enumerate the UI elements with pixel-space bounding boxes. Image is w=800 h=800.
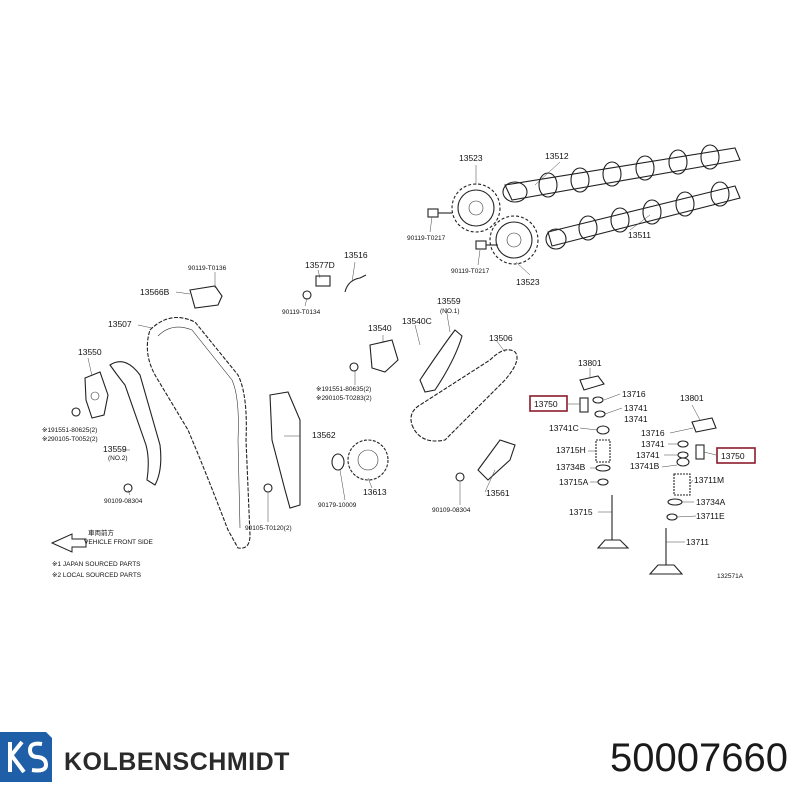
label-13715h: 13715H (556, 445, 586, 455)
label-13741c: 13741C (549, 423, 579, 433)
label-90119-t0136: 90119-T0136 (188, 265, 227, 272)
part-13577d-13516 (315, 274, 367, 293)
label-13801-right: 13801 (680, 393, 704, 403)
label-13512: 13512 (545, 151, 569, 161)
label-13716-right: 13716 (641, 428, 665, 438)
highlight-13750-left (529, 395, 568, 412)
camshaft-exhaust (502, 144, 741, 203)
kolbenschmidt-logo (0, 726, 52, 788)
timing-chain-13507 (146, 316, 251, 549)
diagram-ref-code: 132571A (717, 573, 744, 580)
label-13561: 13561 (486, 488, 510, 498)
bracket-13566b (189, 285, 223, 309)
brand-name: KOLBENSCHMIDT (64, 748, 290, 776)
bolt-90119-t0217-upper (427, 208, 452, 218)
label-13715: 13715 (569, 507, 593, 517)
label-13540c: 13540C (402, 316, 432, 326)
highlight-13750-right (716, 447, 756, 464)
label-13523-upper: 13523 (459, 153, 483, 163)
label-13711m: 13711M (694, 475, 724, 485)
camshaft-intake (545, 181, 741, 250)
vehicle-front-kanji: 車両前方 (88, 528, 115, 537)
label-290105-t0283: ※290105-T0283(2) (316, 395, 372, 402)
label-90119-t0134: 90119-T0134 (282, 309, 321, 316)
tensioner-13540 (369, 339, 399, 373)
label-90105-t0120: 90105-T0120(2) (245, 525, 292, 532)
label-13559-no2-note: (NO.2) (108, 455, 128, 462)
label-13540: 13540 (368, 323, 392, 333)
label-13577d: 13577D (305, 260, 335, 270)
label-13741b: 13741B (630, 461, 660, 471)
label-13741-right-b: 13741 (636, 450, 660, 460)
vehicle-front-label: VEHICLE FRONT SIDE (84, 539, 154, 546)
leader-lines (87, 161, 717, 543)
label-13506: 13506 (489, 333, 513, 343)
label-13613: 13613 (363, 487, 387, 497)
label-90119-t0217-lower: 90119-T0217 (451, 268, 490, 275)
label-13741-left-b: 13741 (624, 414, 648, 424)
cam-sprocket-upper (451, 183, 501, 233)
label-13559-no1-note: (NO.1) (440, 308, 460, 315)
tensioner-13550 (84, 371, 109, 419)
label-13750-left: 13750 (534, 399, 558, 409)
idler-gear-13613 (331, 439, 389, 481)
label-13711: 13711 (686, 537, 709, 547)
vehicle-front-arrow (50, 533, 87, 553)
chain-guide-13559-no1 (419, 329, 463, 393)
parts-diagram: 13523 13512 13511 13523 90119-T0217 9011… (42, 144, 756, 580)
label-13741-right-a: 13741 (641, 439, 665, 449)
label-90109-08304-right: 90109-08304 (432, 507, 471, 514)
label-13559-no1: 13559 (437, 296, 461, 306)
chain-guide-13559-no2 (109, 361, 162, 486)
label-191551-80625: ※191551-80625(2) (42, 427, 97, 434)
label-13734a: 13734A (696, 497, 726, 507)
label-13559-no2: 13559 (103, 444, 127, 454)
label-191551-80635: ※191551-80635(2) (316, 386, 371, 393)
part-number: 50007660 (610, 736, 788, 780)
valvetrain-right (648, 417, 717, 575)
label-13516: 13516 (344, 250, 368, 260)
chain-guide-13561 (477, 439, 516, 481)
label-13801-left: 13801 (578, 358, 602, 368)
bolt-90119-t0217-lower (475, 240, 498, 250)
label-90119-t0217-upper: 90119-T0217 (407, 235, 446, 242)
diagram-labels: 13523 13512 13511 13523 90119-T0217 9011… (42, 151, 745, 580)
timing-chain-13506 (410, 349, 518, 442)
label-90179-10009: 90179-10009 (318, 502, 357, 509)
label-13734b: 13734B (556, 462, 586, 472)
label-13716-left: 13716 (622, 389, 646, 399)
label-13507: 13507 (108, 319, 132, 329)
note-local-sourced: ※2 LOCAL SOURCED PARTS (52, 572, 142, 579)
label-13715a: 13715A (559, 477, 589, 487)
label-13562: 13562 (312, 430, 336, 440)
chain-guide-13562 (269, 391, 301, 509)
label-290105-t0052: ※290105-T0052(2) (42, 436, 98, 443)
label-13511: 13511 (628, 230, 651, 240)
label-13566b: 13566B (140, 287, 170, 297)
label-13523-lower: 13523 (516, 277, 540, 287)
label-13711e: 13711E (696, 511, 725, 521)
label-13750-right: 13750 (721, 451, 745, 461)
label-13741-left-a: 13741 (624, 403, 648, 413)
label-90109-08304-left: 90109-08304 (104, 498, 143, 505)
cam-sprocket-lower (489, 215, 539, 265)
valvetrain-left (579, 375, 630, 549)
note-japan-sourced: ※1 JAPAN SOURCED PARTS (52, 561, 141, 568)
label-13550: 13550 (78, 347, 102, 357)
